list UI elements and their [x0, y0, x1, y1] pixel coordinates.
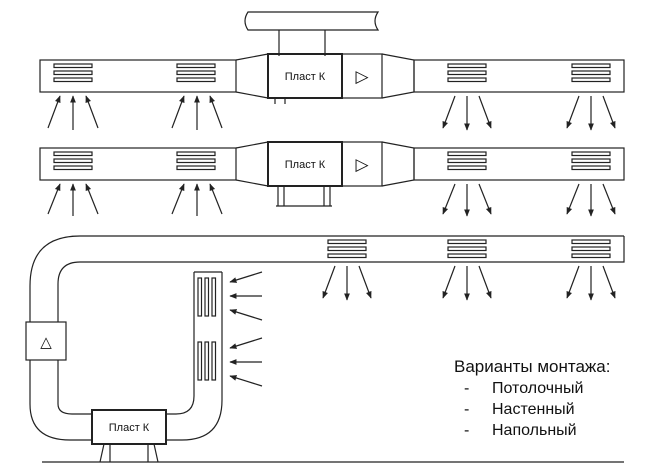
legend-item: - Настенный — [454, 399, 654, 420]
legend-bullet: - — [464, 401, 470, 418]
airflow-arrow — [442, 183, 456, 215]
grille — [571, 239, 611, 259]
grille — [447, 239, 487, 259]
grille — [197, 277, 217, 317]
airflow-arrow — [602, 265, 616, 299]
duct-bottom-bend-inner — [57, 403, 92, 415]
duct-right-bend-outer — [166, 272, 223, 441]
airflow-arrow — [566, 95, 580, 129]
transition-right — [381, 141, 415, 187]
airflow-arrow — [358, 265, 372, 299]
duct-left — [39, 59, 237, 93]
grille — [327, 239, 367, 259]
unit-label: Пласт К — [109, 422, 150, 434]
grille — [176, 151, 216, 171]
unit-label: Пласт К — [285, 71, 326, 83]
airflow-arrow — [602, 183, 616, 215]
floor-legs — [99, 443, 159, 463]
duct-top-outer — [29, 235, 624, 322]
grille — [447, 63, 487, 83]
fan-symbol: ▷ — [355, 155, 369, 174]
wall-bracket — [276, 186, 332, 207]
airflow-arrow — [85, 95, 99, 129]
legend-item: - Потолочный — [454, 378, 654, 399]
airflow-arrow — [442, 265, 456, 299]
fan-symbol: ▷ — [355, 67, 369, 86]
grille — [197, 341, 217, 381]
airflow-arrow — [47, 95, 61, 129]
grille — [53, 63, 93, 83]
unit-fan-section — [341, 53, 383, 99]
airflow-arrow — [478, 95, 492, 129]
duct-right-bend — [166, 272, 195, 415]
floor-installation — [25, 235, 625, 463]
airflow-arrow — [229, 271, 263, 283]
legend-bullet: - — [464, 380, 470, 397]
duct-left — [39, 147, 237, 181]
legend-item-text: Настенный — [492, 401, 575, 418]
mounting-legend: Варианты монтажа: - Потолочный - Настенн… — [454, 356, 654, 441]
unit-body — [91, 409, 167, 445]
grille — [176, 63, 216, 83]
grille — [53, 151, 93, 171]
unit-fan-section — [341, 141, 383, 187]
airflow-arrow — [442, 95, 456, 129]
wall-installation — [39, 141, 625, 217]
grille — [447, 151, 487, 171]
airflow-arrow — [85, 183, 99, 215]
airflow-arrow — [229, 337, 263, 349]
airflow-arrow — [478, 183, 492, 215]
legend-item-text: Напольный — [492, 422, 577, 439]
legend-item: - Напольный — [454, 420, 654, 441]
transition-left — [235, 53, 269, 99]
duct-top — [57, 236, 625, 322]
airflow-arrow — [47, 183, 61, 215]
ceiling-slab — [244, 11, 380, 31]
airflow-arrow — [229, 309, 263, 321]
airflow-arrow — [566, 265, 580, 299]
airflow-arrow — [478, 265, 492, 299]
fan-symbol: △ — [40, 334, 52, 351]
airflow-arrow — [229, 375, 263, 387]
ceiling-installation — [39, 11, 625, 131]
airflow-arrow — [209, 95, 223, 129]
duct-bottom-bend — [29, 403, 92, 441]
legend-item-text: Потолочный — [492, 380, 584, 397]
transition-left — [235, 141, 269, 187]
access-unit — [25, 321, 67, 361]
airflow-arrow — [602, 95, 616, 129]
grille — [571, 63, 611, 83]
airflow-arrow — [171, 183, 185, 215]
legend-title: Варианты монтажа: — [454, 357, 611, 376]
duct-right — [413, 59, 625, 93]
legend-bullet: - — [464, 422, 470, 439]
transition-right — [381, 53, 415, 99]
airflow-arrow — [322, 265, 336, 299]
unit-label: Пласт К — [285, 159, 326, 171]
airflow-arrow — [566, 183, 580, 215]
airflow-arrow — [209, 183, 223, 215]
duct-right — [413, 147, 625, 181]
grille — [571, 151, 611, 171]
airflow-arrow — [171, 95, 185, 129]
